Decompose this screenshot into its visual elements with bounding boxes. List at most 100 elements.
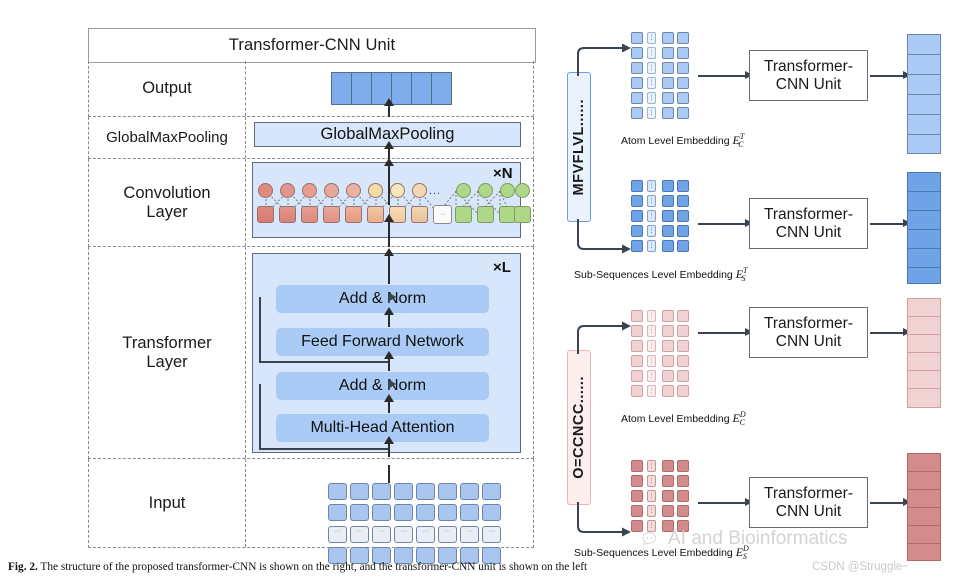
tcu-drug-atom: Transformer-CNN Unit: [749, 307, 868, 358]
globalmaxpooling-label: GlobalMaxPooling: [320, 125, 455, 143]
embedding-caption-text: Atom Level Embedding: [621, 135, 730, 147]
embedding-grid-protein-subseq: ⋮ ⋮ ⋮ ⋮ ⋮: [631, 180, 716, 260]
output-cell: [331, 72, 352, 105]
input-token: [460, 504, 479, 521]
conv-node: [324, 183, 339, 198]
arrow-tcu-to-outvec-protein-atom: [870, 71, 911, 79]
embedding-caption-drug-subseq: Sub-Sequences Level Embedding EDS: [574, 544, 749, 561]
conv-cell: [411, 206, 428, 223]
tcu-line2: CNN Unit: [775, 223, 842, 241]
elbow-protein-to-atom: [577, 43, 631, 76]
output-cell: [391, 72, 412, 105]
output-cell: [431, 72, 452, 105]
input-token: [416, 504, 435, 521]
conv-cell: [345, 206, 362, 223]
embedding-grid-drug-atom: ⋮ ⋮ ⋮ ⋮ ⋮ ⋮: [631, 310, 716, 404]
arrow-protein-atom-to-tcu: [698, 71, 753, 79]
arrow-input-to-mha: [384, 436, 394, 457]
conv-gap-cell: ···: [433, 205, 452, 224]
conv-node: [478, 183, 493, 198]
residual-connection-mha: [259, 379, 396, 450]
conv-cell: [323, 206, 340, 223]
row-divider: [245, 459, 246, 547]
input-token: [416, 547, 435, 564]
elbow-drug-to-subseq: [577, 502, 631, 537]
input-token-ellipsis: [350, 526, 369, 543]
row-convolution: Convolution Layer ×N: [88, 158, 534, 247]
input-token: [328, 547, 347, 564]
embedding-caption-text: Sub-Sequences Level Embedding: [574, 269, 733, 281]
input-stem: [388, 465, 390, 483]
csdn-watermark-tag: CSDN @Struggle~: [812, 561, 910, 573]
row-label-globalmaxpooling: GlobalMaxPooling: [106, 128, 228, 146]
input-token: [394, 547, 413, 564]
caption-prefix: Fig. 2.: [8, 561, 38, 573]
add-norm-bottom-block: Add & Norm: [276, 372, 489, 400]
input-token: [350, 504, 369, 521]
output-cell: [351, 72, 372, 105]
input-token: [394, 483, 413, 500]
tcu-line1: Transformer-: [764, 315, 853, 333]
embedding-caption-text: Atom Level Embedding: [621, 413, 730, 425]
watermark-text: AI and Bioinformatics: [668, 528, 848, 549]
input-token: [372, 504, 391, 521]
residual-connection-ffn: [259, 292, 396, 363]
multi-head-attention-block: Multi-Head Attention: [276, 414, 489, 442]
input-token: [482, 504, 501, 521]
output-vector: [331, 72, 452, 105]
figure-caption: Fig. 2. The structure of the proposed tr…: [8, 561, 708, 573]
conv-cell: [279, 206, 296, 223]
input-token: [438, 483, 457, 500]
input-token: [372, 547, 391, 564]
row-output: Output: [88, 61, 534, 117]
protein-sequence-box: MFVFLVL......: [567, 72, 591, 222]
row-label-convolution-line2: Layer: [146, 202, 188, 221]
add-norm-top-block: Add & Norm: [276, 285, 489, 313]
output-vector-drug-subseq: [907, 453, 941, 561]
arrow-drug-atom-to-tcu: [698, 328, 753, 336]
row-divider: [245, 247, 246, 458]
row-label-convolution-line1: Convolution: [123, 183, 211, 202]
conv-cell: [477, 206, 494, 223]
output-vector-protein-atom: [907, 34, 941, 154]
embedding-grid-protein-atom: ⋮ ⋮ ⋮ ⋮ ⋮ ⋮: [631, 32, 716, 126]
convolution-synapses: [265, 190, 511, 215]
row-label-transformer-line2: Layer: [146, 352, 188, 371]
input-token-ellipsis: [328, 526, 347, 543]
tcu-line1: Transformer-: [764, 206, 853, 224]
conv-node: [515, 183, 530, 198]
input-token: [328, 483, 347, 500]
embedding-caption-protein-atom: Atom Level Embedding ETC: [621, 132, 744, 149]
output-cell: [411, 72, 432, 105]
embedding-grid-drug-subseq: ⋮ ⋮ ⋮ ⋮ ⋮: [631, 460, 716, 540]
architecture-pipeline-panel: MFVFLVL...... O=CCNCC......: [556, 20, 953, 561]
row-globalmaxpooling: GlobalMaxPooling GlobalMaxPooling: [88, 117, 534, 159]
input-token-ellipsis: [482, 526, 501, 543]
conv-node: [390, 183, 405, 198]
input-token: [438, 504, 457, 521]
embedding-caption-drug-atom: Atom Level Embedding EDC: [621, 410, 746, 427]
arrow-tcu-to-outvec-drug-subseq: [870, 498, 911, 506]
input-token: [482, 547, 501, 564]
embedding-caption-protein-subseq: Sub-Sequences Level Embedding ETS: [574, 266, 748, 283]
caption-text: The structure of the proposed transforme…: [37, 561, 588, 573]
arrow-tcu-to-outvec-drug-atom: [870, 328, 911, 336]
conv-node: [368, 183, 383, 198]
embedding-symbol: ETC: [732, 132, 745, 150]
protein-sequence-text: MFVFLVL......: [571, 98, 587, 196]
tcu-protein-atom: Transformer-CNN Unit: [749, 50, 868, 101]
row-label-convolution: Convolution Layer: [89, 159, 245, 246]
arrow-drug-subseq-to-tcu: [698, 498, 753, 506]
arrow-tcu-to-outvec-protein-subseq: [870, 219, 911, 227]
conv-node: [500, 183, 515, 198]
input-token-ellipsis: [372, 526, 391, 543]
conv-node: [456, 183, 471, 198]
conv-node: [280, 183, 295, 198]
tcu-line1: Transformer-: [764, 485, 853, 503]
row-transformer: Transformer Layer ×L Add & Norm Feed For…: [88, 247, 534, 459]
tcu-line1: Transformer-: [764, 58, 853, 76]
drug-sequence-text: O=CCNCC......: [571, 376, 587, 479]
input-token: [416, 483, 435, 500]
embedding-caption-text: Sub-Sequences Level Embedding: [574, 547, 733, 559]
